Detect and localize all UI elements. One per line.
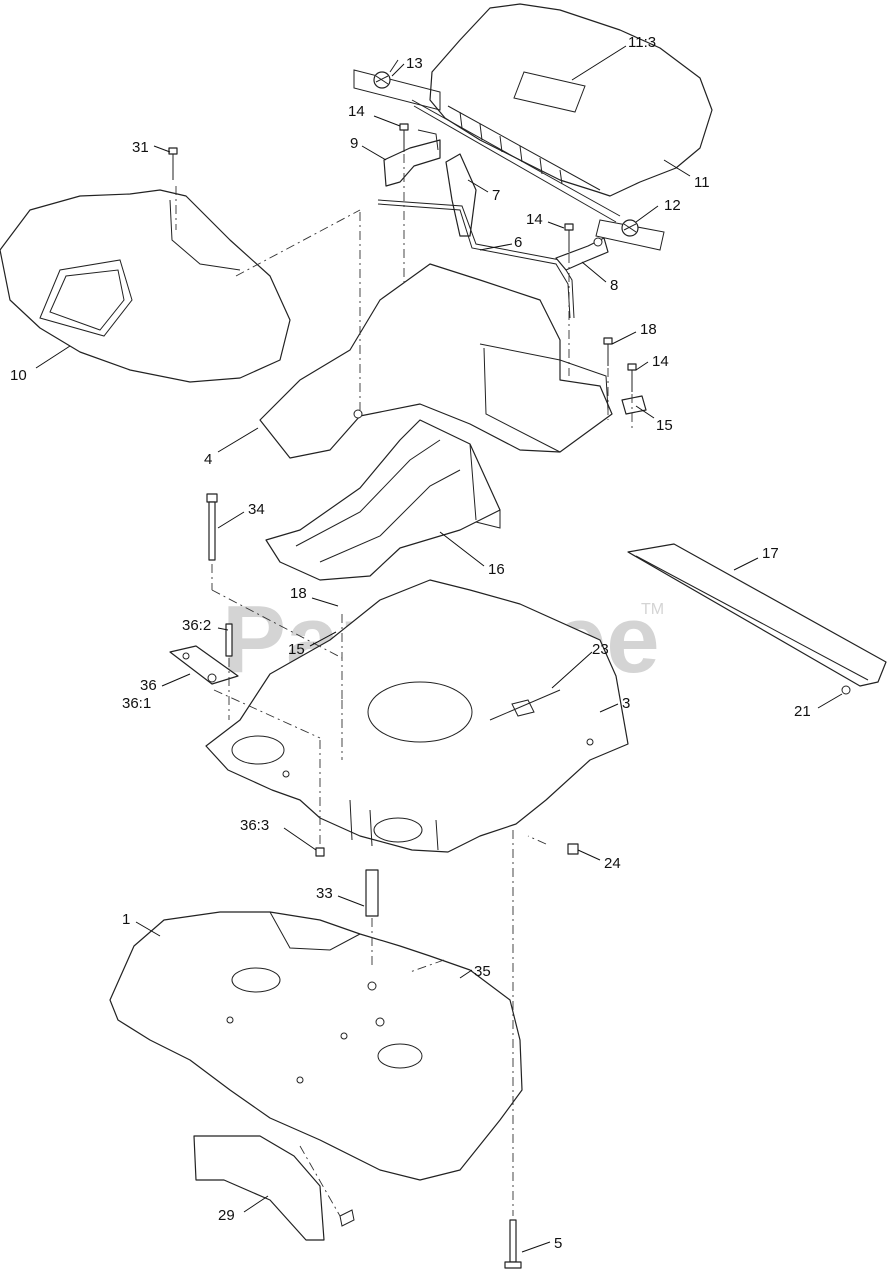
part-6-rod (377, 199, 575, 319)
part-11-cover (411, 3, 713, 223)
callout-12: 12 (664, 197, 681, 214)
callout-5: 5 (554, 1235, 562, 1252)
callout-36: 36 (140, 677, 157, 694)
callout-33: 33 (316, 885, 333, 902)
callout-14-a: 14 (348, 103, 365, 120)
part-1-pan (109, 911, 523, 1181)
part-16-pan (265, 419, 501, 581)
callout-14-c: 14 (652, 353, 669, 370)
callout-8: 8 (610, 277, 618, 294)
part-3-frame (205, 579, 629, 853)
callout-11-3: 11:3 (628, 34, 656, 51)
part-12-spring (595, 219, 665, 251)
callout-1: 1 (122, 911, 130, 928)
callout-13: 13 (406, 55, 423, 72)
part-29-bracket (193, 1135, 355, 1241)
part-8-bracket (555, 237, 609, 271)
callout-18-b: 18 (290, 585, 307, 602)
callout-7: 7 (492, 187, 500, 204)
part-9-bracket (383, 129, 441, 187)
part-13-spring (353, 59, 441, 111)
callout-6: 6 (514, 234, 522, 251)
bolts-small (168, 123, 647, 415)
part-4-frame (259, 263, 613, 459)
callout-3: 3 (622, 695, 630, 712)
leader-lines (35, 45, 843, 1253)
callout-34: 34 (248, 501, 265, 518)
callout-31: 31 (132, 139, 149, 156)
callout-9: 9 (350, 135, 358, 152)
callout-4: 4 (204, 451, 212, 468)
callout-23: 23 (592, 641, 609, 658)
callout-36-3: 36:3 (240, 817, 269, 834)
callout-35: 35 (474, 963, 491, 980)
part-36-bracket (169, 623, 239, 685)
callout-36-2: 36:2 (182, 617, 211, 634)
callout-24: 24 (604, 855, 621, 872)
part-5-bolt (504, 1219, 522, 1269)
callout-11: 11 (694, 174, 710, 191)
part-10-shroud (0, 189, 291, 383)
callout-17: 17 (762, 545, 779, 562)
callout-14-b: 14 (526, 211, 543, 228)
watermark-trademark: TM (641, 601, 664, 618)
callout-29: 29 (218, 1207, 235, 1224)
callout-15-b: 15 (288, 641, 305, 658)
part-33-spacer (365, 869, 379, 917)
callout-16: 16 (488, 561, 505, 578)
callout-36-1: 36:1 (122, 695, 151, 712)
part-34-bolt (206, 493, 218, 561)
callout-labels: 13 11:3 14 9 31 7 11 12 14 6 8 10 18 14 … (10, 34, 811, 1252)
part-7-pedal (445, 153, 477, 237)
callout-18-a: 18 (640, 321, 657, 338)
part-17-rail (627, 543, 887, 695)
callout-15-a: 15 (656, 417, 673, 434)
callout-21: 21 (794, 703, 811, 720)
alignment-lines (175, 154, 633, 1217)
callout-10: 10 (10, 367, 27, 384)
